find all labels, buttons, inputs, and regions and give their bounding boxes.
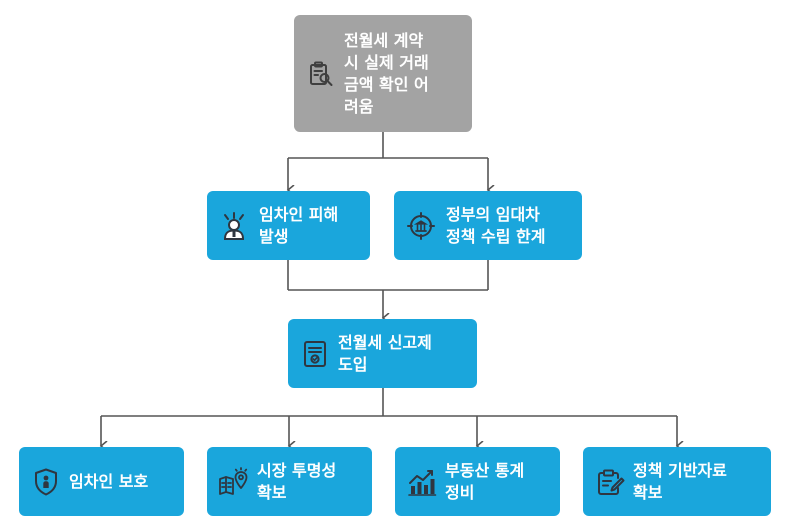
shield-person-icon [31,467,61,497]
clipboard-edit-icon [593,467,627,497]
stressed-person-icon [217,211,251,241]
map-pin-icon [217,466,251,497]
effect-label-1: 임차인 보호 [69,471,149,491]
government-target-icon [404,211,438,241]
effect-node-tenant-protection: 임차인 보호 [19,447,184,516]
clipboard-search-icon [304,60,338,88]
bar-chart-icon [405,467,439,497]
document-check-icon [300,339,330,369]
